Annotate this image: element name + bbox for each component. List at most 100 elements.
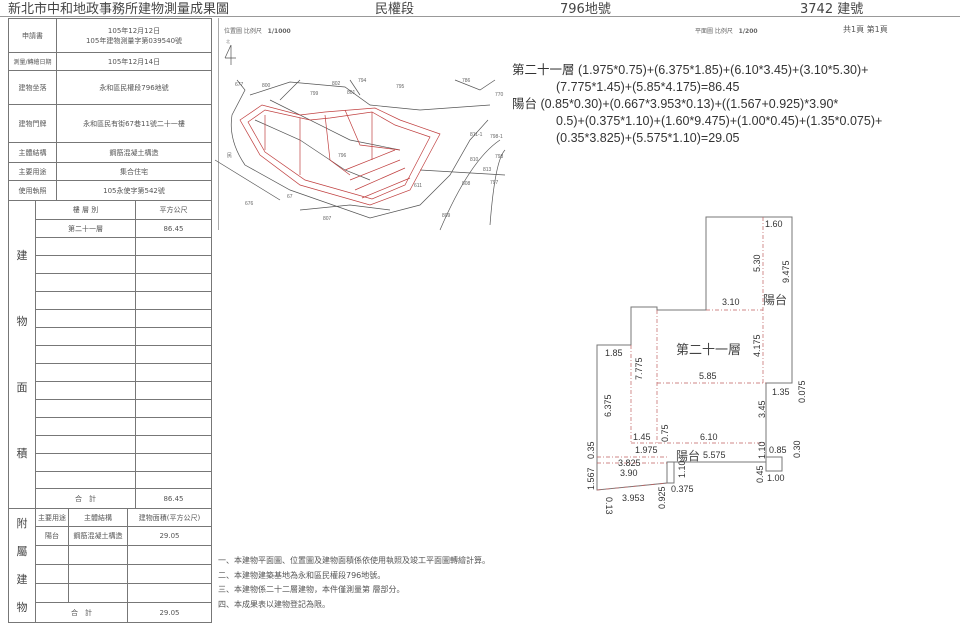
dimension-label: 4.175 xyxy=(752,334,762,357)
location-map-frame xyxy=(218,18,510,230)
north-arrow-icon xyxy=(224,44,236,65)
formula-line: (0.35*3.825)+(5.575*1.10)=29.05 xyxy=(556,131,740,145)
dimension-label: 3.90 xyxy=(620,468,638,478)
building-number: 3742 建號 xyxy=(800,2,864,17)
lot-label: 677 xyxy=(235,82,244,88)
location-label: 建物坐落 xyxy=(8,70,57,105)
dimension-label: 9.475 xyxy=(781,260,791,283)
note-line: 一、本建物平面圖、位置圖及建物面積係依使用執照及竣工平面圖轉繪計算。 xyxy=(218,556,490,565)
formula-line: 0.5)+(0.375*1.10)+(1.60*9.475)+(1.00*0.4… xyxy=(556,114,883,128)
dimension-label: 5.85 xyxy=(699,371,717,381)
dimension-label: 6.10 xyxy=(700,432,718,442)
document-title: 新北市中和地政事務所建物測量成果圖 xyxy=(8,2,230,17)
lot-label: 799 xyxy=(310,91,319,97)
lot-label: 民 xyxy=(227,153,232,159)
note-line: 三、本建物係二十二層建物，本件僅測量第 層部分。 xyxy=(218,585,405,594)
plan-scale: 1/200 xyxy=(738,28,758,35)
dimension-label: 6.375 xyxy=(603,394,613,417)
attached-side-char: 屬 xyxy=(16,544,28,558)
dimension-label: 1.35 xyxy=(772,387,790,397)
note-line: 二、本建物建築基地為永和區民權段796地號。 xyxy=(218,570,386,580)
balcony-label: 陽台 xyxy=(676,448,700,463)
section-name: 民權段 xyxy=(375,2,415,17)
dimension-label: 1.60 xyxy=(765,219,783,229)
dimension-label: 7.775 xyxy=(634,357,644,380)
dimension-label: 1.00 xyxy=(767,473,785,483)
header-divider xyxy=(0,16,960,17)
lot-label: 811-1 xyxy=(470,132,483,138)
area-side-char: 面 xyxy=(16,380,28,394)
area-formulas: 第二十一層 (1.975*0.75)+(6.375*1.85)+(6.10*3.… xyxy=(512,62,882,147)
dimension-label: 5.30 xyxy=(752,254,762,272)
formula-line: 陽台 (0.85*0.30)+(0.667*3.953*0.13)+((1.56… xyxy=(512,97,839,111)
lot-label: 770 xyxy=(495,92,504,98)
lot-label: 796 xyxy=(338,153,347,159)
dimension-label: 0.925 xyxy=(657,486,667,509)
lot-label: 611 xyxy=(414,183,422,189)
area-side-char: 建 xyxy=(16,248,28,262)
area-side-char: 物 xyxy=(16,314,28,328)
lot-label: 807 xyxy=(323,216,332,222)
dimension-label: 0.30 xyxy=(792,440,802,458)
lot-label: 802 xyxy=(332,81,341,87)
dimension-label: 0.375 xyxy=(671,484,694,494)
lot-label: 797 xyxy=(490,180,499,186)
note-line: 四、本成果表以建物登記為限。 xyxy=(218,599,330,609)
north-label: 北 xyxy=(226,38,230,44)
area-side-char: 積 xyxy=(16,446,28,460)
attached-side-char: 物 xyxy=(16,600,28,614)
lot-label: 795 xyxy=(396,84,405,90)
dimension-label: 0.45 xyxy=(755,465,765,483)
application-label: 申請書 xyxy=(8,18,57,53)
dimension-label: 1.85 xyxy=(605,348,623,358)
floor-plan: 第二十一層 陽台 陽台 1.60 5.30 9.475 3.10 4.175 1… xyxy=(586,216,807,515)
formula-line: 第二十一層 (1.975*0.75)+(6.375*1.85)+(6.10*3.… xyxy=(512,63,869,77)
lot-label: 810 xyxy=(470,157,479,163)
lot-label: 809 xyxy=(442,213,451,219)
dimension-label: 3.825 xyxy=(618,458,641,468)
lot-label: 808 xyxy=(462,181,471,187)
lot-label: 798-1 xyxy=(490,134,503,140)
lot-label: 798 xyxy=(495,154,504,160)
lot-number: 796地號 xyxy=(560,2,611,17)
dimension-label: 5.575 xyxy=(703,450,726,460)
dimension-label: 1.10 xyxy=(757,441,767,459)
dimension-label: 0.075 xyxy=(797,380,807,403)
attached-side-char: 附 xyxy=(16,516,28,530)
lot-label: 67 xyxy=(287,194,293,200)
dimension-label: 1.975 xyxy=(635,445,658,455)
dimension-label: 0.13 xyxy=(604,497,614,515)
formula-line: (7.775*1.45)+(5.85*4.175)=86.45 xyxy=(556,80,740,94)
dimension-label: 0.75 xyxy=(660,424,670,442)
dimension-label: 0.35 xyxy=(586,441,596,459)
notes: 一、本建物平面圖、位置圖及建物面積係依使用執照及竣工平面圖轉繪計算。 二、本建物… xyxy=(218,554,490,612)
balcony-label: 陽台 xyxy=(763,292,787,307)
dimension-label: 0.85 xyxy=(769,445,787,455)
dimension-label: 1.567 xyxy=(586,467,596,490)
dimension-label: 3.45 xyxy=(757,400,767,418)
dimension-label: 1.10 xyxy=(677,460,687,478)
lot-label: 676 xyxy=(245,201,254,207)
application-date: 105年12月12日 xyxy=(107,26,161,35)
lot-label: 786 xyxy=(462,78,471,84)
lot-label: 813 xyxy=(483,167,492,173)
location-map-label: 位置圖 比例尺 xyxy=(224,28,262,35)
address-value: 永和區民有街67巷11號二十一樓 xyxy=(56,104,212,143)
application-number: 105年建物測量字第039540號 xyxy=(85,36,183,45)
lot-label: 801 xyxy=(347,90,356,96)
dimension-label: 3.10 xyxy=(722,297,740,307)
lot-label: 800 xyxy=(262,83,271,89)
dimension-label: 3.953 xyxy=(622,493,645,503)
attached-side-char: 建 xyxy=(16,572,28,586)
location-map: 北 677 800 799 802 801 794 795 786 770 81… xyxy=(214,38,506,231)
page-count: 共1頁 第1頁 xyxy=(843,25,888,34)
plan-label: 平面圖 比例尺 xyxy=(695,28,733,35)
floor-label: 第二十一層 xyxy=(676,342,741,357)
dimension-label: 1.45 xyxy=(633,432,651,442)
